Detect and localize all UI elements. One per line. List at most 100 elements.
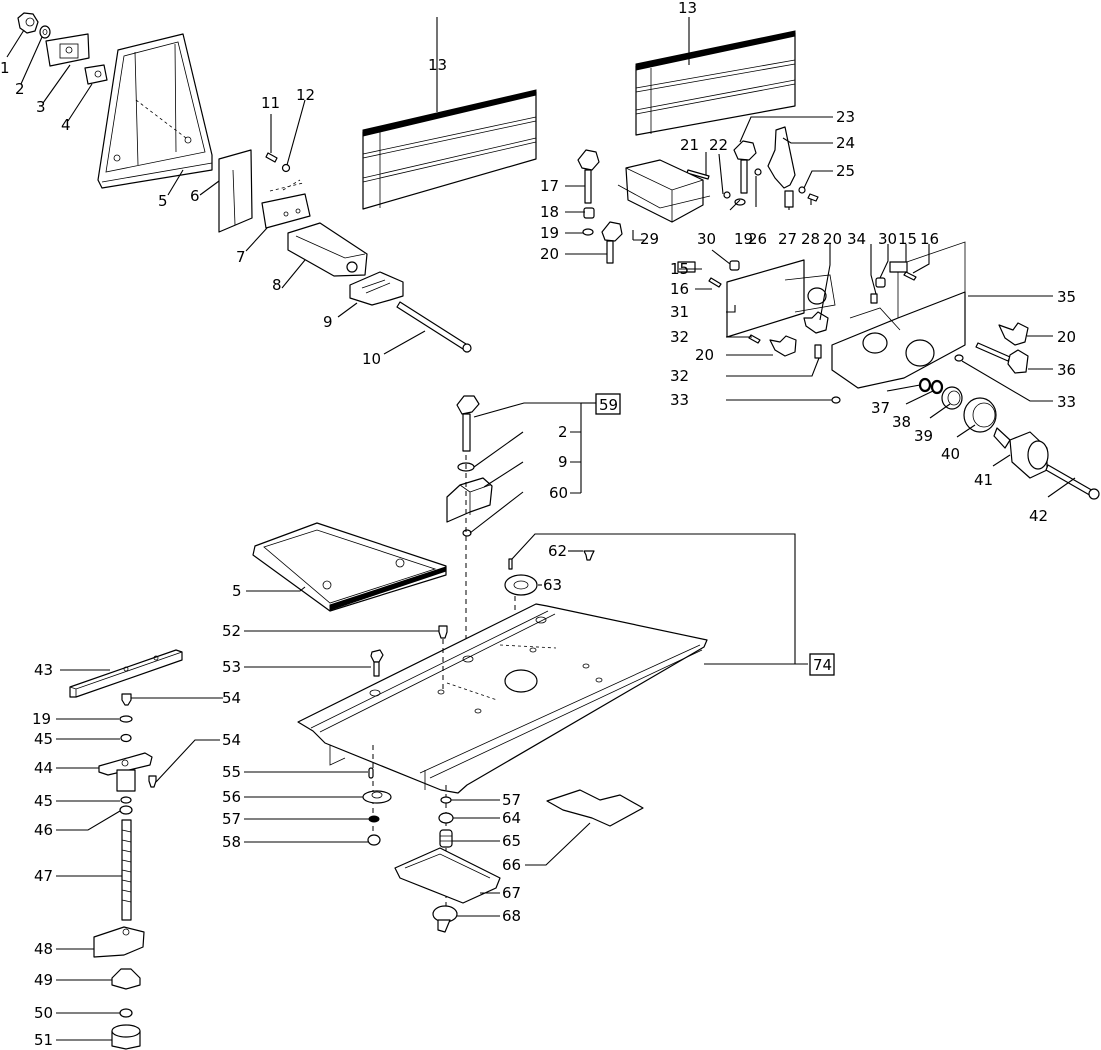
label-53: 53 — [222, 658, 241, 676]
label-8: 8 — [272, 276, 282, 294]
label-59-member-60: 60 — [549, 484, 568, 502]
part-9-clamp-upper — [349, 271, 404, 306]
part-53-knob-screw — [370, 649, 384, 677]
label-1: 1 — [0, 59, 10, 77]
label-63: 63 — [543, 576, 562, 594]
label-9: 9 — [323, 313, 333, 331]
label-25: 25 — [836, 162, 855, 180]
label-2: 2 — [15, 80, 25, 98]
part-67-base-shoe — [394, 847, 501, 904]
part-27-spring — [784, 190, 794, 208]
label-18: 18 — [540, 203, 559, 221]
part-19-washer-c — [119, 715, 133, 723]
part-17-knob-screw — [577, 149, 600, 204]
label-20-b: 20 — [823, 230, 842, 248]
part-44-clamp-bracket — [98, 752, 153, 792]
part-31-mounting-plate — [726, 259, 836, 338]
label-55: 55 — [222, 763, 241, 781]
label-46: 46 — [34, 821, 53, 839]
part-57-washer-b — [440, 796, 452, 804]
part-65-spring — [439, 829, 453, 848]
part-pin-74 — [508, 558, 513, 570]
part-13-fence-profile-left — [362, 89, 537, 210]
part-5-angle-frame-upper — [97, 33, 213, 189]
label-58: 58 — [222, 833, 241, 851]
part-64-bushing — [438, 812, 454, 824]
part-22-screw — [723, 191, 731, 199]
assembly-label-59: 59 — [595, 393, 621, 415]
label-28: 28 — [801, 230, 820, 248]
part-2-washer — [39, 25, 51, 39]
part-35-extraction-housing — [831, 241, 966, 389]
label-66: 66 — [502, 856, 521, 874]
label-38: 38 — [892, 413, 911, 431]
part-47-threaded-spindle — [121, 819, 132, 921]
part-46-washer — [119, 805, 133, 815]
label-57-b: 57 — [502, 791, 521, 809]
part-12-nut — [281, 163, 291, 173]
assembly-59-text: 59 — [599, 396, 618, 414]
label-35: 35 — [1057, 288, 1076, 306]
part-41-hose-connector — [993, 427, 1049, 479]
label-59-member-9: 9 — [558, 453, 568, 471]
label-15-left: 15 — [670, 260, 689, 278]
label-17: 17 — [540, 177, 559, 195]
part-1-star-knob — [17, 12, 39, 34]
part-16-set-screw-a — [708, 277, 722, 288]
label-31: 31 — [670, 303, 689, 321]
part-33-washer-b — [831, 396, 841, 404]
label-7: 7 — [236, 248, 246, 266]
label-5-upper: 5 — [158, 192, 168, 210]
part-56-disc — [362, 790, 392, 804]
part-55-pin — [368, 767, 374, 779]
label-37: 37 — [871, 399, 890, 417]
part-66-slide-plate — [546, 789, 644, 827]
label-21: 21 — [680, 136, 699, 154]
part-19-washer-a — [582, 228, 594, 236]
label-54-a: 54 — [222, 689, 241, 707]
part-49-pressure-pad — [111, 968, 141, 990]
part-24-lever — [767, 126, 796, 189]
part-15-nut-block-a — [677, 261, 696, 273]
part-57-washer-a — [368, 815, 380, 823]
label-16-left: 16 — [670, 280, 689, 298]
label-10: 10 — [362, 350, 381, 368]
label-13-left: 13 — [428, 56, 447, 74]
part-26-nut — [754, 168, 762, 176]
part-13-fence-profile-right — [635, 30, 796, 136]
label-42: 42 — [1029, 507, 1048, 525]
part-10-bolt — [396, 301, 472, 353]
part-39-adapter — [941, 386, 963, 410]
label-45-b: 45 — [34, 792, 53, 810]
label-36: 36 — [1057, 361, 1076, 379]
label-22: 22 — [709, 136, 728, 154]
label-26: 26 — [748, 230, 767, 248]
part-42-bolt — [1045, 464, 1100, 500]
part-45-washer-a — [120, 733, 132, 743]
label-44: 44 — [34, 759, 53, 777]
label-65: 65 — [502, 832, 521, 850]
label-50: 50 — [34, 1004, 53, 1022]
assembly-74-text: 74 — [813, 656, 832, 674]
part-54-screw-a — [121, 693, 132, 706]
part-38-o-ring — [930, 379, 944, 395]
part-3-clamp-plate — [45, 33, 90, 67]
part-29-housing — [617, 159, 711, 223]
part-34-set-screw — [870, 293, 878, 304]
label-47: 47 — [34, 867, 53, 885]
label-67: 67 — [502, 884, 521, 902]
label-19-c: 19 — [32, 710, 51, 728]
label-62: 62 — [548, 542, 567, 560]
label-13-right: 13 — [678, 0, 697, 17]
part-20-knob-screw-a — [601, 221, 623, 264]
label-43: 43 — [34, 661, 53, 679]
part-62-screw — [583, 550, 595, 561]
part-32-set-screw-b — [814, 344, 822, 359]
part-36-knob-screw — [975, 342, 1029, 374]
part-23-knob-screw — [733, 140, 757, 194]
label-57-a: 57 — [222, 810, 241, 828]
label-20-c: 20 — [695, 346, 714, 364]
label-19-b: 19 — [734, 230, 753, 248]
part-7-block — [261, 179, 311, 229]
